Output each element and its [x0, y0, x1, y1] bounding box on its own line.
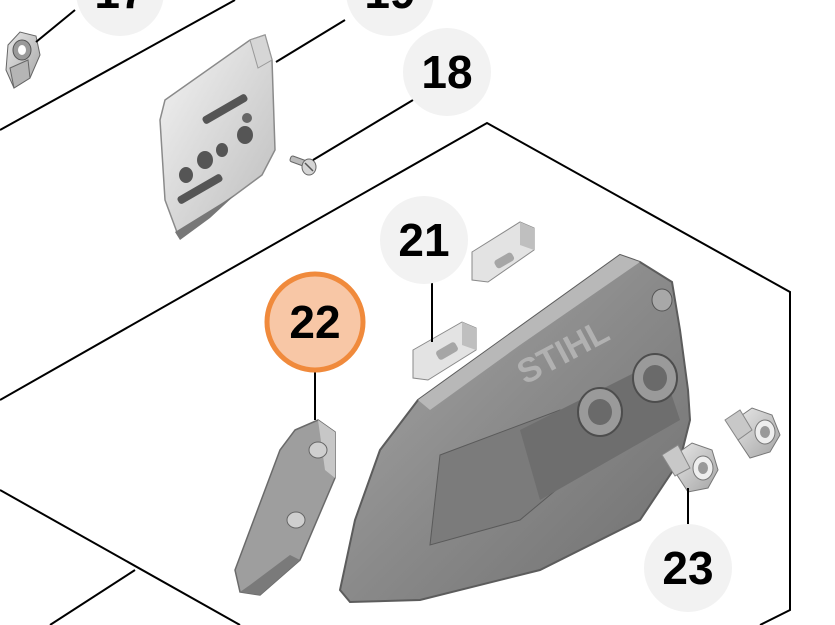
- assembly-outline: [0, 0, 791, 625]
- callout-23: 23: [644, 524, 732, 612]
- callout-19: 19: [346, 0, 434, 36]
- callout-22-highlighted: 22: [264, 271, 366, 373]
- sprocket-cover: STIHL: [338, 253, 692, 604]
- svg-text:23: 23: [662, 542, 713, 594]
- svg-text:21: 21: [398, 214, 449, 266]
- svg-text:19: 19: [364, 0, 415, 18]
- callout-18: 18: [403, 28, 491, 116]
- callout-21: 21: [380, 196, 468, 284]
- part-18-screw: [289, 155, 317, 176]
- part-23-nut-lower: [661, 442, 719, 493]
- svg-text:17: 17: [94, 0, 145, 18]
- part-23-nut-upper: [724, 407, 781, 459]
- part-17-nut: [5, 31, 41, 89]
- svg-text:18: 18: [421, 46, 472, 98]
- part-21-insert-lower: [412, 321, 477, 381]
- svg-text:22: 22: [289, 296, 340, 348]
- part-19-guide-plate: [159, 34, 276, 240]
- part-21-insert-upper: [471, 221, 535, 283]
- part-22-side-bar: [234, 419, 336, 596]
- callout-17: 17: [76, 0, 164, 36]
- leader-lines: [35, 9, 689, 528]
